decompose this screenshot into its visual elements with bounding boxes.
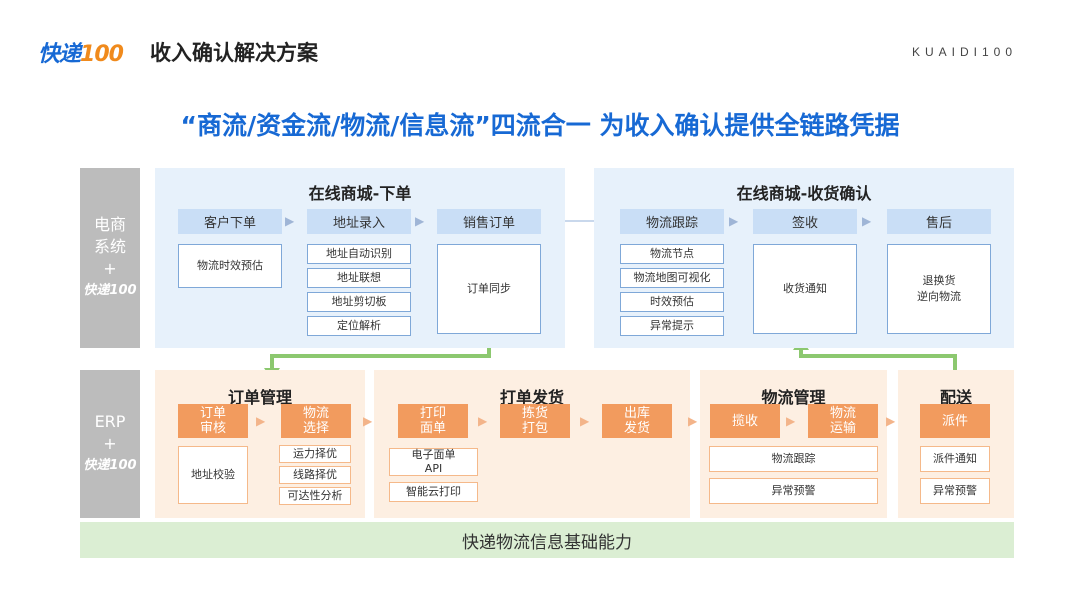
- dispatch-notification: 派件通知: [920, 446, 990, 472]
- kuaidi100-mini-logo: 快递100: [83, 458, 137, 473]
- delivery-title: 配送: [939, 388, 972, 407]
- step-order-review: 订单 审核: [178, 404, 248, 438]
- receipt-notification-box: 收货通知: [753, 244, 857, 334]
- reachability-analysis: 可达性分析: [279, 487, 351, 505]
- step-print-waybill: 打印 面单: [398, 404, 468, 438]
- arrow-right-icon: ▶: [862, 214, 872, 228]
- arrow-right-icon: ▶: [363, 414, 373, 428]
- arrow-right-icon: ▶: [478, 414, 488, 428]
- exception-warning-erp: 异常预警: [709, 478, 878, 504]
- step-sign-receipt: 签收: [753, 209, 857, 234]
- erp-label: ERP: [94, 412, 126, 431]
- address-suggestion: 地址联想: [307, 268, 411, 288]
- arrow-right-icon: ▶: [729, 214, 739, 228]
- logistics-nodes: 物流节点: [620, 244, 724, 264]
- brand-english-name: KUAIDI100: [912, 45, 1018, 59]
- address-clipboard: 地址剪切板: [307, 292, 411, 312]
- exception-warning-delivery: 异常预警: [920, 478, 990, 504]
- time-estimate: 时效预估: [620, 292, 724, 312]
- arrow-right-icon: ▶: [415, 214, 425, 228]
- arrow-right-icon: ▶: [688, 414, 698, 428]
- plus-sign: +: [103, 259, 117, 278]
- order-sync-box: 订单同步: [437, 244, 541, 334]
- step-sales-order: 销售订单: [437, 209, 541, 234]
- ecommerce-label-line1: 电商: [93, 215, 126, 234]
- exception-alert: 异常提示: [620, 316, 724, 336]
- step-pickup: 揽收: [710, 404, 780, 438]
- ecommerce-side-label: 电商 系统 + 快递100: [80, 168, 140, 348]
- carrier-optimization: 运力择优: [279, 445, 351, 463]
- headline: “商流/资金流/物流/信息流”四流合一 为收入确认提供全链路凭据: [180, 111, 900, 140]
- step-address-entry: 地址录入: [307, 209, 411, 234]
- reverse-logistics-label: 逆向物流: [917, 290, 961, 303]
- arrow-right-icon: ▶: [285, 214, 295, 228]
- address-auto-recognition: 地址自动识别: [307, 244, 411, 264]
- location-parsing: 定位解析: [307, 316, 411, 336]
- kuaidi100-logo: 快递100: [38, 36, 124, 68]
- return-exchange-label: 退换货: [922, 274, 956, 287]
- e-waybill-api: 电子面单 API: [389, 448, 478, 476]
- receipt-panel-title: 在线商城-收货确认: [736, 184, 872, 203]
- delivery-time-estimate-box: 物流时效预估: [178, 244, 282, 288]
- logo-number: 100: [80, 42, 124, 67]
- step-outbound-shipping: 出库 发货: [602, 404, 672, 438]
- logistics-map-visualization: 物流地图可视化: [620, 268, 724, 288]
- order-management-title: 订单管理: [227, 388, 292, 407]
- step-logistics-transport: 物流 运输: [808, 404, 878, 438]
- return-exchange-box: 退换货 逆向物流: [887, 244, 991, 334]
- arrow-right-icon: ▶: [256, 414, 266, 428]
- arrow-right-icon: ▶: [786, 414, 796, 428]
- document-title: 收入确认解决方案: [150, 41, 318, 65]
- kuaidi100-mini-logo: 快递100: [83, 283, 137, 298]
- order-panel-title: 在线商城-下单: [308, 184, 412, 203]
- plus-sign: +: [103, 434, 117, 453]
- logistics-tracking-erp: 物流跟踪: [709, 446, 878, 472]
- step-customer-order: 客户下单: [178, 209, 282, 234]
- step-pick-pack: 拣货 打包: [500, 404, 570, 438]
- logistics-management-title: 物流管理: [761, 388, 826, 407]
- step-after-sales: 售后: [887, 209, 991, 234]
- smart-cloud-printing: 智能云打印: [389, 482, 478, 502]
- arrow-right-icon: ▶: [886, 414, 896, 428]
- foundation-capability-bar: 快递物流信息基础能力: [80, 522, 1014, 558]
- step-logistics-selection: 物流 选择: [281, 404, 351, 438]
- step-logistics-tracking: 物流跟踪: [620, 209, 724, 234]
- arrow-right-icon: ▶: [580, 414, 590, 428]
- logo-text: 快递: [38, 42, 81, 67]
- route-optimization: 线路择优: [279, 466, 351, 484]
- step-dispatch: 派件: [920, 404, 990, 438]
- address-validation-box: 地址校验: [178, 446, 248, 504]
- ecommerce-label-line2: 系统: [93, 237, 126, 256]
- green-arrow-up: [799, 348, 957, 380]
- erp-side-label: ERP + 快递100: [80, 370, 140, 518]
- print-ship-title: 打单发货: [499, 388, 564, 407]
